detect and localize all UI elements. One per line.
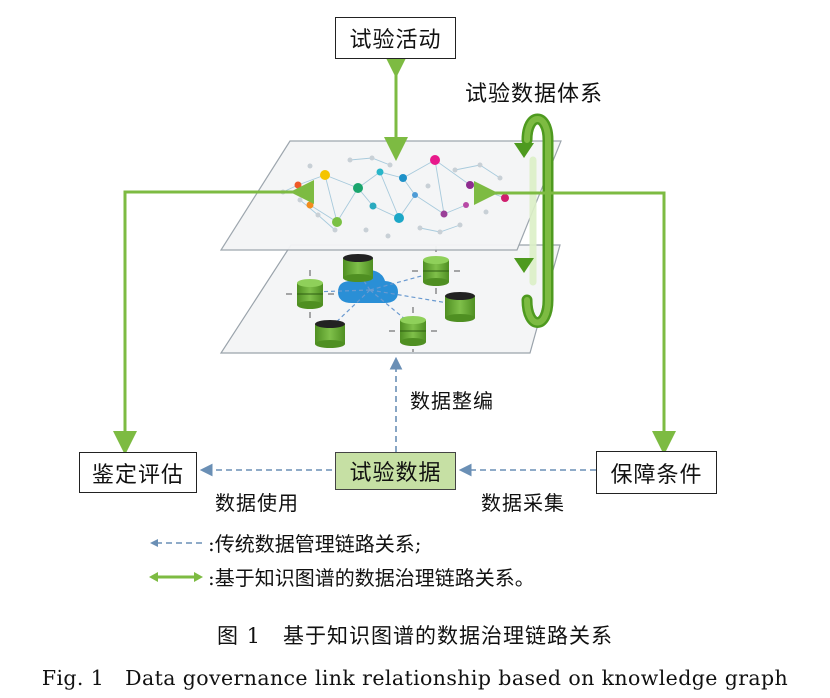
link-graph-assessment bbox=[113, 180, 314, 455]
node-support-conditions-label: 保障条件 bbox=[610, 462, 703, 488]
node-test-activity: 试验活动 bbox=[335, 17, 456, 59]
caption-chinese: 图 1 基于知识图谱的数据治理链路关系 bbox=[216, 624, 614, 648]
legend-traditional-label: :传统数据管理链路关系; bbox=[208, 532, 422, 556]
cycle-arrow-down bbox=[514, 143, 534, 158]
database-icon bbox=[423, 256, 449, 286]
legend-dashed-arrow-icon bbox=[150, 538, 202, 547]
database-icon bbox=[343, 254, 373, 282]
knowledge-graph-plane bbox=[219, 140, 562, 251]
node-support-conditions: 保障条件 bbox=[596, 451, 717, 494]
node-identification-assessment-label: 鉴定评估 bbox=[91, 462, 184, 488]
label-data-usage: 数据使用 bbox=[215, 491, 299, 515]
label-test-data-system: 试验数据体系 bbox=[465, 82, 604, 107]
legend-double-arrow-icon bbox=[149, 571, 203, 582]
database-icon bbox=[400, 316, 426, 346]
node-test-activity-label: 试验活动 bbox=[349, 28, 442, 53]
legend-knowledge-graph-label: :基于知识图谱的数据治理链路关系。 bbox=[208, 566, 535, 590]
node-test-data-label: 试验数据 bbox=[349, 461, 442, 486]
legend-knowledge-graph: :基于知识图谱的数据治理链路关系。 bbox=[148, 562, 535, 591]
database-icon bbox=[445, 292, 475, 322]
database-icon bbox=[315, 320, 345, 348]
label-data-collection: 数据采集 bbox=[481, 491, 565, 515]
legend-traditional: :传统数据管理链路关系; bbox=[148, 528, 421, 557]
node-identification-assessment: 鉴定评估 bbox=[79, 452, 197, 493]
caption-english: Fig. 1 Data governance link relationship… bbox=[41, 666, 789, 690]
node-test-data: 试验数据 bbox=[335, 452, 456, 490]
link-support-graph bbox=[474, 181, 676, 455]
label-data-compilation: 数据整编 bbox=[410, 389, 494, 413]
database-icon bbox=[297, 279, 323, 309]
